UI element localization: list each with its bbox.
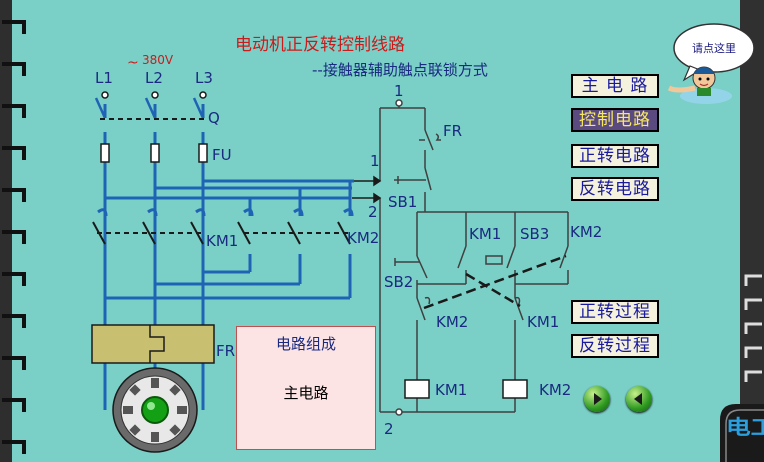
- fr-thermal-block: [91, 324, 215, 364]
- play-right-icon: [594, 393, 602, 405]
- info-box: 电路组成 主电路: [236, 326, 376, 450]
- feed-wires: [352, 175, 382, 204]
- interlock-contacts: [416, 296, 524, 321]
- label-sb1: SB1: [388, 193, 417, 211]
- label-km2-inter: KM2: [436, 313, 468, 331]
- next-button[interactable]: [584, 386, 610, 412]
- button-main-circuit[interactable]: 主 电 路: [571, 74, 659, 98]
- fuses: [100, 143, 208, 163]
- main-circuit: [94, 97, 354, 410]
- sb1-contact: [394, 167, 432, 191]
- sb2-contact: [394, 255, 428, 279]
- ac-symbol: ~: [127, 55, 139, 71]
- label-km1-main: KM1: [206, 232, 238, 250]
- panel-right-edge: [740, 0, 764, 462]
- label-sb2: SB2: [384, 273, 413, 291]
- km2-coil: [502, 379, 528, 399]
- label-node1-mid: 1: [370, 152, 380, 170]
- prev-button[interactable]: [626, 386, 652, 412]
- label-km2-main: KM2: [347, 229, 379, 247]
- label-node1-top: 1: [394, 82, 404, 100]
- page-title: 电动机正反转控制线路: [235, 35, 405, 55]
- sb3-contact: [485, 245, 516, 269]
- line-terminals: [101, 91, 207, 99]
- button-forward-circuit[interactable]: 正转电路: [571, 144, 659, 168]
- contact-hooks: [97, 208, 354, 217]
- binder-rings-left: [2, 20, 26, 454]
- label-q: Q: [208, 109, 220, 127]
- interlock-dash-1: [423, 254, 567, 310]
- label-fr-main: FR: [216, 342, 235, 360]
- corner-logo: [720, 404, 764, 462]
- fr-heater-path: [149, 325, 165, 363]
- label-node2-bot: 2: [384, 420, 394, 438]
- label-node2-mid: 2: [368, 203, 378, 221]
- info-value: 主电路: [283, 384, 329, 402]
- button-reverse-process[interactable]: 反转过程: [571, 334, 659, 358]
- fr-nc-contact: [419, 129, 441, 151]
- play-left-icon: [634, 393, 642, 405]
- control-terminals: [395, 99, 403, 416]
- motor: [112, 367, 198, 453]
- hold-contacts: [457, 245, 569, 269]
- button-forward-process[interactable]: 正转过程: [571, 300, 659, 324]
- help-character[interactable]: 请点这里: [667, 23, 755, 104]
- label-km1-hold: KM1: [469, 225, 501, 243]
- label-fr-ctrl: FR: [443, 122, 462, 140]
- corner-text: 电工基: [726, 415, 764, 439]
- label-km2-coil: KM2: [539, 381, 571, 399]
- button-control-circuit[interactable]: 控制电路: [571, 108, 659, 132]
- label-l2: L2: [145, 69, 163, 87]
- help-label[interactable]: 请点这里: [692, 41, 736, 55]
- km1-coil: [404, 379, 430, 399]
- interlock-dash-2: [465, 272, 521, 308]
- label-km1-inter: KM1: [527, 313, 559, 331]
- label-sb3: SB3: [520, 225, 549, 243]
- page-subtitle: --接触器辅助触点联锁方式: [312, 61, 488, 79]
- label-km1-coil: KM1: [435, 381, 467, 399]
- label-km2-hold: KM2: [570, 223, 602, 241]
- binder-rings-right: [744, 274, 762, 382]
- label-l3: L3: [195, 69, 213, 87]
- voltage-label: 380V: [142, 53, 174, 67]
- info-heading: 电路组成: [275, 335, 336, 353]
- button-reverse-circuit[interactable]: 反转电路: [571, 177, 659, 201]
- control-circuit: [379, 103, 569, 413]
- label-fu: FU: [212, 146, 232, 164]
- label-l1: L1: [95, 69, 113, 87]
